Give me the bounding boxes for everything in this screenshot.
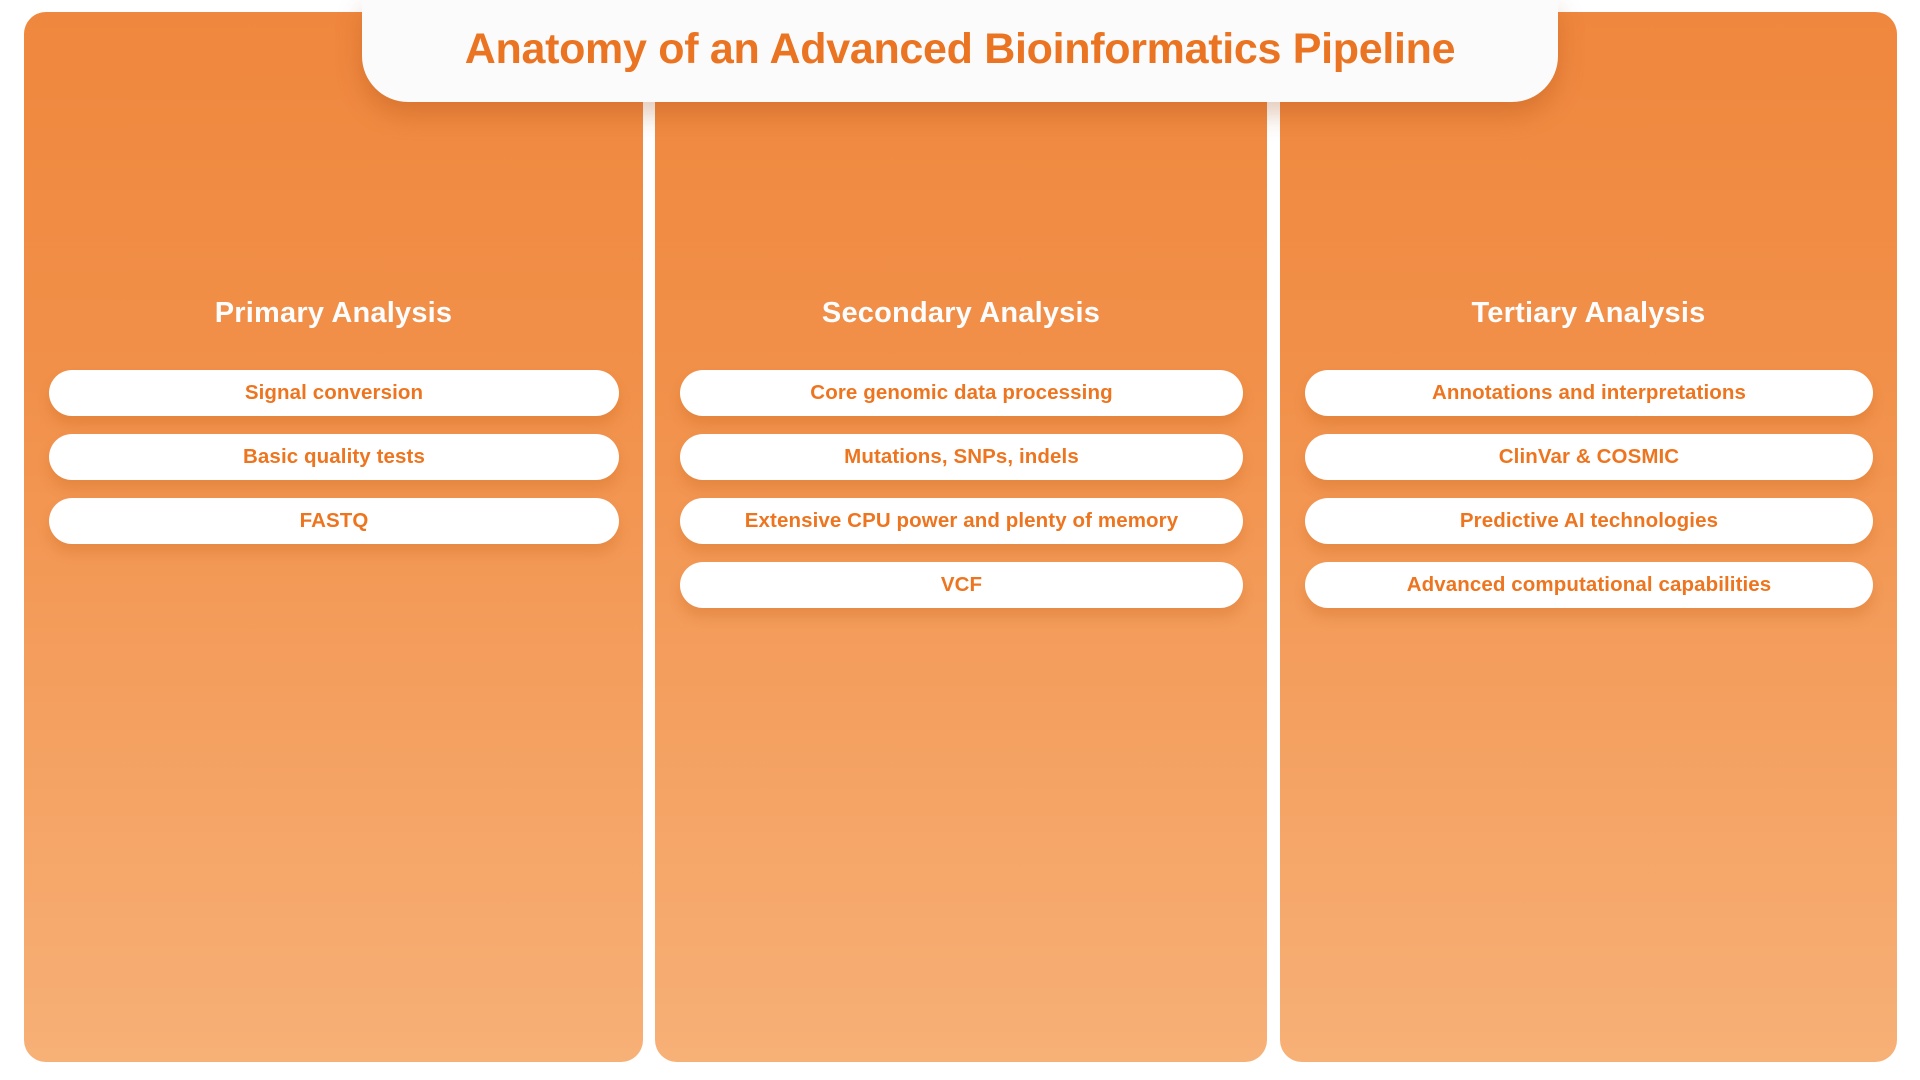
pipeline-step-pill: VCF <box>680 562 1243 608</box>
column-heading-tertiary: Tertiary Analysis <box>1471 297 1706 329</box>
pipeline-step-pill: Annotations and interpretations <box>1305 370 1873 416</box>
pipeline-step-pill: Advanced computational capabilities <box>1305 562 1873 608</box>
page-title: Anatomy of an Advanced Bioinformatics Pi… <box>464 24 1456 73</box>
column-secondary-analysis: Secondary Analysis Core genomic data pro… <box>655 12 1267 1062</box>
column-tertiary-analysis: Tertiary Analysis Annotations and interp… <box>1280 12 1897 1062</box>
pipeline-step-pill: Predictive AI technologies <box>1305 498 1873 544</box>
column-heading-secondary: Secondary Analysis <box>821 297 1101 329</box>
pipeline-step-pill: ClinVar & COSMIC <box>1305 434 1873 480</box>
pipeline-step-pill: Signal conversion <box>49 370 619 416</box>
pipeline-step-pill: FASTQ <box>49 498 619 544</box>
pipeline-step-pill: Mutations, SNPs, indels <box>680 434 1243 480</box>
pipeline-step-pill: Core genomic data processing <box>680 370 1243 416</box>
title-bar: Anatomy of an Advanced Bioinformatics Pi… <box>362 0 1558 102</box>
pipeline-step-pill: Basic quality tests <box>49 434 619 480</box>
column-heading-primary: Primary Analysis <box>214 297 453 329</box>
pipeline-step-pill: Extensive CPU power and plenty of memory <box>680 498 1243 544</box>
